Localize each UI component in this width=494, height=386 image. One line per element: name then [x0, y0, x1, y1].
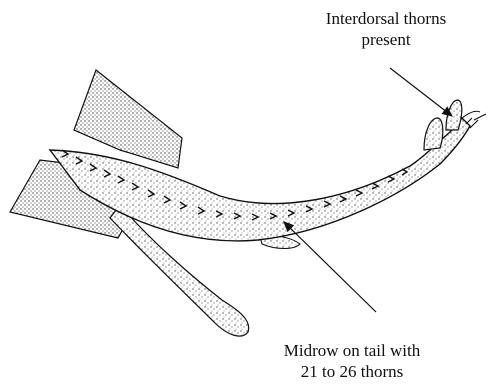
interdorsal-thorns-label: Interdorsal thorns present: [296, 8, 476, 50]
leader-midrow: [284, 222, 376, 312]
interdorsal-label-line2: present: [296, 29, 476, 50]
leader-interdorsal: [390, 68, 452, 116]
midrow-thorns-label: Midrow on tail with 21 to 26 thorns: [262, 340, 442, 382]
interdorsal-label-line1: Interdorsal thorns: [296, 8, 476, 29]
midrow-label-line2: 21 to 26 thorns: [262, 361, 442, 382]
dorsal-fin-2: [446, 100, 462, 130]
dorsal-fin-1: [424, 118, 443, 150]
midrow-label-line1: Midrow on tail with: [262, 340, 442, 361]
